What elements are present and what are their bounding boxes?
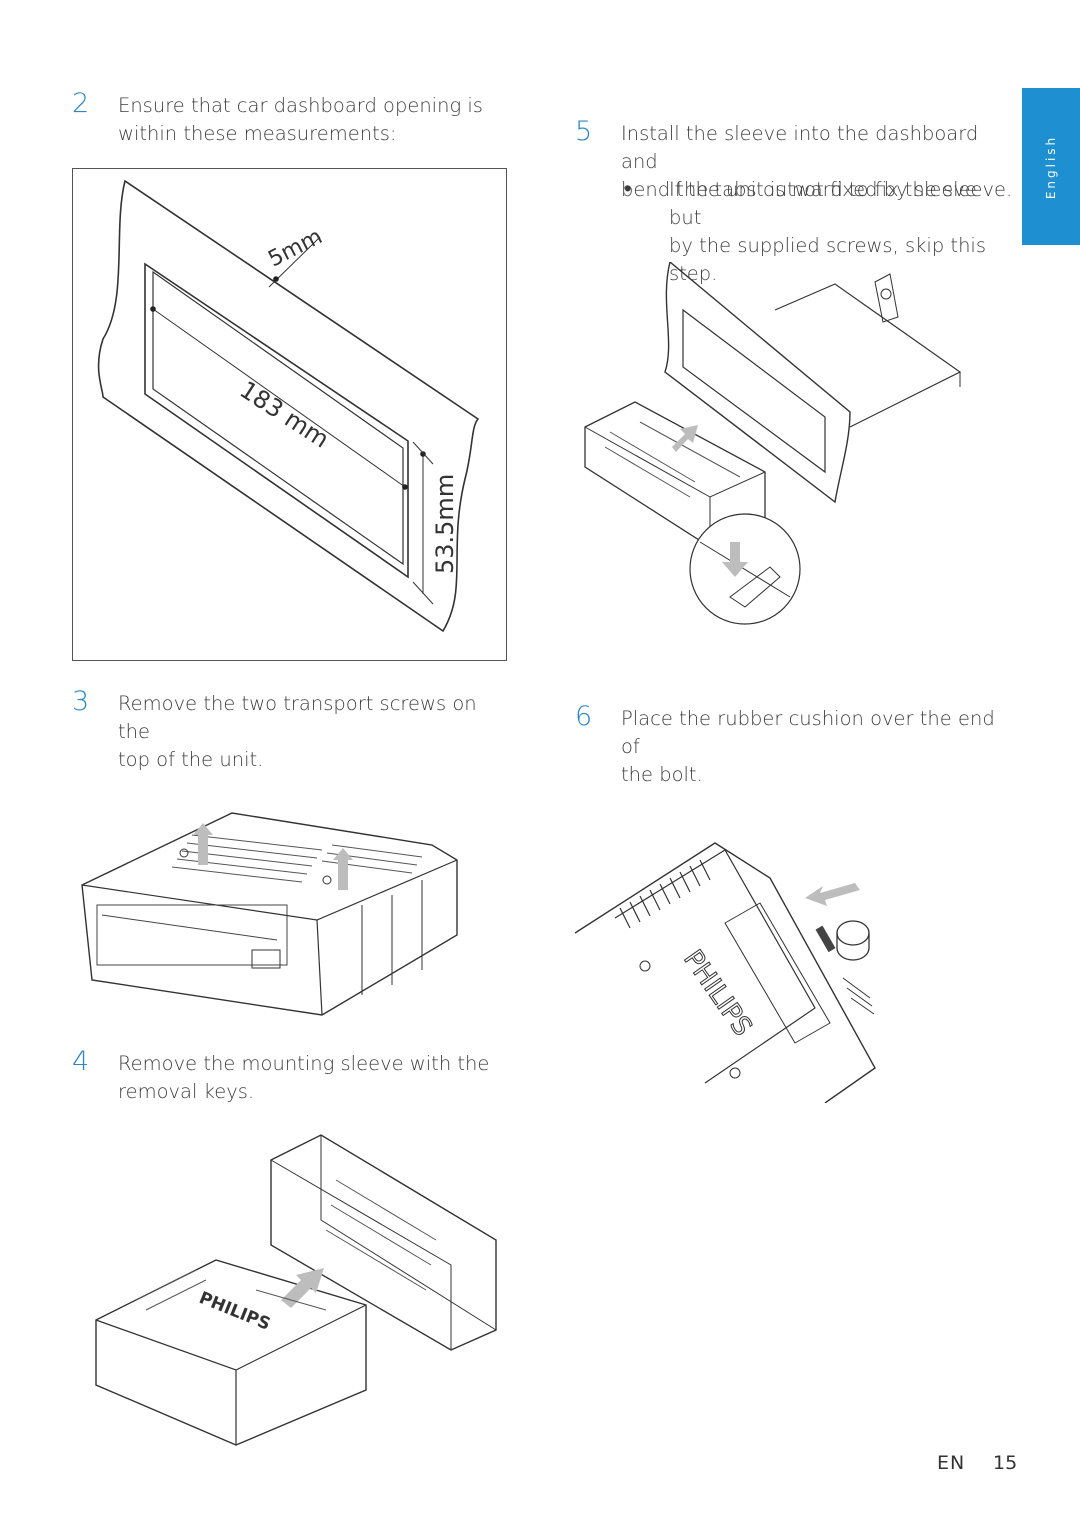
step-number: 5 — [575, 116, 593, 147]
dimension-183mm: 183 mm — [235, 376, 334, 454]
step-text: Place the rubber cushion over the end of… — [621, 705, 1015, 789]
step-line: removal keys. — [118, 1080, 255, 1103]
step-4: 4 Remove the mounting sleeve with the re… — [72, 1046, 512, 1110]
brand-label: PHILIPS — [677, 945, 757, 1042]
step-line: the bolt. — [621, 763, 703, 786]
step-number: 4 — [72, 1046, 90, 1077]
dimension-53-5mm: 53.5mm — [431, 474, 459, 574]
step-line: Ensure that car dashboard opening is — [118, 94, 483, 117]
step-2: 2 Ensure that car dashboard opening is w… — [72, 88, 492, 152]
step-line: If the unit is not fixed by sleeve but — [669, 178, 977, 229]
step-line: Place the rubber cushion over the end of — [621, 707, 995, 758]
brand-label: PHILIPS — [196, 1288, 273, 1335]
step-6: 6 Place the rubber cushion over the end … — [575, 701, 1015, 786]
language-tab-label: English — [1044, 134, 1058, 199]
step-text: Install the sleeve into the dashboard an… — [621, 120, 1015, 204]
footer-language: EN — [937, 1452, 966, 1474]
step-text: Ensure that car dashboard opening is wit… — [118, 92, 483, 148]
dashboard-measurement-figure: 5mm 183 mm 53.5mm — [72, 168, 507, 661]
step-number: 2 — [72, 88, 90, 119]
step-line: Install the sleeve into the dashboard an… — [621, 122, 979, 173]
step-text: Remove the mounting sleeve with the remo… — [118, 1050, 489, 1106]
unit-transport-screws-figure — [72, 805, 464, 1023]
dashboard-opening-diagram: 5mm 183 mm 53.5mm — [97, 179, 480, 633]
step-line: bend the tabs outward to fix the sleeve. — [621, 178, 1013, 201]
step-line: within these measurements: — [118, 122, 397, 145]
page-number: 15 — [993, 1452, 1018, 1474]
bullet-marker: • — [622, 178, 634, 201]
step-3: 3 Remove the two transport screws on the… — [72, 686, 512, 771]
sleeve-install-figure — [580, 260, 970, 637]
step-line: Remove the two transport screws on the — [118, 692, 477, 743]
step-text: Remove the two transport screws on the t… — [118, 690, 512, 774]
language-tab: English — [1022, 88, 1080, 245]
rubber-cushion-figure: PHILIPS — [575, 838, 895, 1103]
step-number: 6 — [575, 701, 593, 732]
step-subtext: If the unit is not fixed by sleeve but b… — [669, 176, 1015, 288]
step-5: 5 Install the sleeve into the dashboard … — [575, 116, 1015, 285]
step-line: by the supplied screws, skip this step. — [669, 234, 986, 285]
step-line: Remove the mounting sleeve with the — [118, 1052, 490, 1075]
step-number: 3 — [72, 686, 90, 717]
dimension-5mm: 5mm — [264, 224, 326, 272]
sleeve-removal-figure: PHILIPS — [86, 1130, 506, 1450]
step-line: top of the unit. — [118, 748, 264, 771]
